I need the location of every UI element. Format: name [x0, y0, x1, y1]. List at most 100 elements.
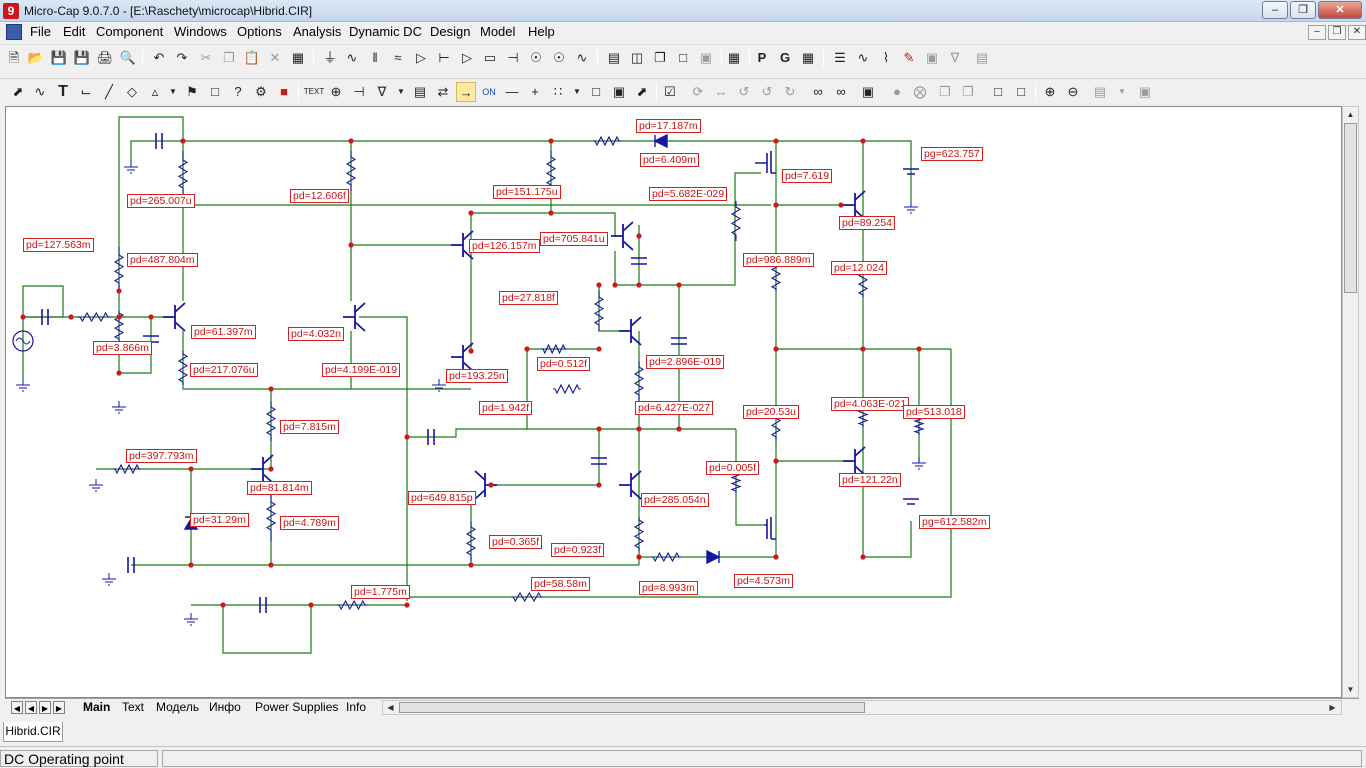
menu-analysis[interactable]: Analysis — [293, 24, 342, 39]
operating-point-label[interactable]: pd=397.793m — [126, 449, 197, 463]
scroll-down-icon[interactable]: ▼ — [1346, 685, 1355, 694]
zoom-in-icon[interactable]: ⊕ — [1044, 84, 1056, 99]
color-icon[interactable]: ▤ — [1093, 84, 1107, 99]
grid-icon[interactable]: ▦ — [801, 50, 815, 65]
delete-icon[interactable]: ✕ — [269, 50, 281, 65]
component-mode-icon[interactable]: ◇ — [127, 84, 137, 99]
ground-icon[interactable]: ⏚ — [323, 50, 337, 65]
menu-dynamic-dc[interactable]: Dynamic DC — [349, 24, 422, 39]
probe-icon[interactable]: ⌇ — [882, 50, 890, 65]
page-remove-icon[interactable]: □ — [1017, 84, 1025, 99]
operating-point-label[interactable]: pd=121.22n — [839, 473, 901, 487]
operating-point-label[interactable]: pd=20.53u — [743, 405, 799, 419]
prev-page-icon[interactable]: ◀ — [25, 701, 37, 714]
export-icon[interactable]: ▤ — [975, 50, 989, 65]
operating-point-label[interactable]: pd=5.682E-029 — [649, 187, 728, 201]
vertical-scrollbar[interactable]: ▲ ▼ — [1342, 106, 1359, 698]
node-numbers-icon[interactable]: ⊕ — [330, 84, 342, 99]
operating-point-label[interactable]: pd=2.896E-019 — [646, 355, 725, 369]
open-folder-icon[interactable]: 📂 — [27, 50, 45, 65]
tab-main[interactable]: Main — [83, 700, 111, 714]
operating-point-label[interactable]: pd=81.814m — [247, 481, 312, 495]
sine-source-icon[interactable]: ∿ — [576, 50, 588, 65]
chevron-down-icon[interactable]: ▼ — [1118, 87, 1126, 96]
operating-point-label[interactable]: pd=0.512f — [537, 357, 591, 371]
select-all-icon[interactable]: ▦ — [291, 50, 305, 65]
undo-icon[interactable]: ↶ — [153, 50, 165, 65]
menu-component[interactable]: Component — [96, 24, 164, 39]
copy-icon[interactable]: ❐ — [223, 50, 235, 65]
diagonal-wire-icon[interactable]: ╱ — [105, 84, 113, 99]
show-values-icon[interactable]: ∇ — [377, 84, 387, 99]
operating-point-label[interactable]: pd=3.866m — [93, 341, 152, 355]
operating-point-label[interactable]: pd=513.018 — [903, 405, 965, 419]
operating-point-label[interactable]: pg=612.582m — [919, 515, 990, 529]
window-icon[interactable]: □ — [679, 50, 687, 65]
point-to-end-icon[interactable]: ⚙ — [255, 84, 267, 99]
document-tab[interactable]: Hibrid.CIR — [3, 722, 63, 742]
operating-point-label[interactable]: pd=4.573m — [734, 574, 793, 588]
vertical-scroll-thumb[interactable] — [1344, 123, 1357, 293]
chevron-down-icon[interactable]: ▼ — [573, 87, 581, 96]
stop-icon[interactable]: ■ — [280, 84, 288, 99]
flag-icon[interactable]: ⚑ — [186, 84, 198, 99]
last-page-icon[interactable]: ▶ — [53, 701, 65, 714]
rotate-icon[interactable]: ⟳ — [692, 84, 704, 99]
tab-text[interactable]: Text — [122, 700, 145, 714]
global-icon[interactable]: G — [779, 50, 791, 65]
border-icon[interactable]: □ — [592, 84, 600, 99]
voltage-source-icon[interactable]: ☉ — [530, 50, 542, 65]
battery-icon[interactable]: ⊣ — [507, 50, 519, 65]
graphics-dropdown-icon[interactable]: ▵ — [151, 84, 159, 99]
menu-edit[interactable]: Edit — [63, 24, 86, 39]
mdi-close-button[interactable]: ✕ — [1348, 25, 1366, 40]
display-icon[interactable]: ▤ — [413, 84, 427, 99]
operating-point-label[interactable]: pd=1.775m — [351, 585, 410, 599]
operating-point-label[interactable]: pd=193.25n — [446, 369, 508, 383]
netlist-icon[interactable]: ☰ — [834, 50, 846, 65]
scroll-up-icon[interactable]: ▲ — [1346, 110, 1355, 119]
menu-design[interactable]: Design — [430, 24, 471, 39]
attach-icon[interactable]: ▣ — [1138, 84, 1152, 99]
monitor-icon[interactable]: ▣ — [861, 84, 875, 99]
operating-point-label[interactable]: pd=27.818f — [499, 291, 558, 305]
operating-point-label[interactable]: pd=6.427E-027 — [635, 401, 714, 415]
property-icon[interactable]: P — [757, 50, 767, 65]
layer-up-icon[interactable]: ❐ — [939, 84, 951, 99]
operating-point-label[interactable]: pg=623.757 — [921, 147, 983, 161]
operating-point-label[interactable]: pd=6.409m — [640, 153, 699, 167]
menu-file[interactable]: File — [30, 24, 51, 39]
operating-point-label[interactable]: pd=4.032n — [288, 327, 344, 341]
operating-point-label[interactable]: pd=4.063E-021 — [831, 397, 910, 411]
operating-point-label[interactable]: pd=12.606f — [290, 189, 349, 203]
check-icon[interactable]: ☑ — [664, 84, 676, 99]
minimize-button[interactable]: – — [1262, 1, 1288, 19]
operating-point-label[interactable]: pd=127.563m — [23, 238, 94, 252]
page-add-icon[interactable]: □ — [994, 84, 1002, 99]
operating-point-label[interactable]: pd=61.397m — [191, 325, 256, 339]
find-icon[interactable]: ∞ — [813, 84, 823, 99]
operating-point-label[interactable]: pd=7.815m — [280, 420, 339, 434]
waveform-icon[interactable]: ∿ — [857, 50, 869, 65]
cross-icon[interactable]: + — [531, 84, 539, 99]
undo-rotate-icon[interactable]: ↺ — [738, 84, 750, 99]
marker-icon[interactable]: ✎ — [903, 50, 915, 65]
capacitor-icon[interactable]: ‖ — [372, 50, 378, 65]
diode-icon[interactable]: ▷ — [416, 50, 426, 65]
operating-point-label[interactable]: pd=58.58m — [531, 577, 590, 591]
redo-icon[interactable]: ↷ — [176, 50, 188, 65]
cancel-icon[interactable]: ⨂ — [913, 84, 927, 99]
flip-y-icon[interactable]: ↻ — [784, 84, 796, 99]
mdi-restore-button[interactable]: ❐ — [1328, 25, 1346, 40]
operating-point-label[interactable]: pd=126.157m — [469, 239, 540, 253]
macro-icon[interactable]: ▭ — [483, 50, 497, 65]
menu-help[interactable]: Help — [528, 24, 555, 39]
close-button[interactable]: ✕ — [1318, 1, 1362, 19]
maximize-button[interactable]: ❐ — [1290, 1, 1316, 19]
operating-point-label[interactable]: pd=1.942f — [479, 401, 533, 415]
menu-options[interactable]: Options — [237, 24, 282, 39]
help-icon[interactable]: ? — [234, 84, 242, 99]
binoculars-icon[interactable]: ∞ — [836, 84, 846, 99]
save-all-icon[interactable]: 💾 — [73, 50, 91, 65]
operating-point-label[interactable]: pd=8.993m — [639, 581, 698, 595]
